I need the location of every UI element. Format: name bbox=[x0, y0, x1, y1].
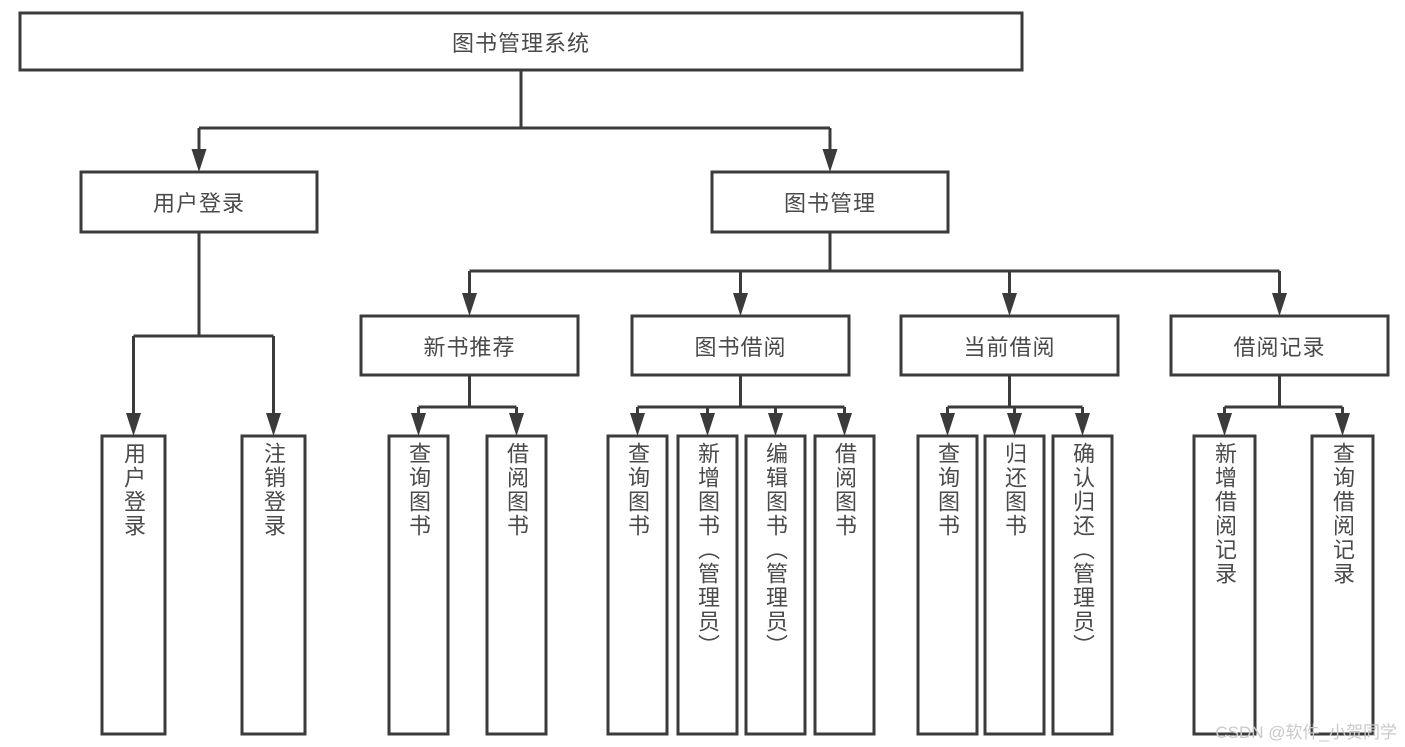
node-box-leaf-borrow-book-rec[interactable] bbox=[485, 434, 548, 736]
arrow-head-icon bbox=[630, 413, 645, 436]
arrow-head-icon bbox=[1272, 293, 1287, 316]
node-box-leaf-logout[interactable] bbox=[240, 434, 307, 736]
arrow-head-icon bbox=[940, 413, 955, 436]
node-box-leaf-add-book[interactable] bbox=[676, 434, 739, 736]
node-box-book-borrow[interactable] bbox=[630, 314, 851, 377]
node-box-leaf-add-record[interactable] bbox=[1192, 434, 1257, 736]
arrow-head-icon bbox=[1335, 413, 1350, 436]
arrow-head-icon bbox=[768, 413, 783, 436]
node-box-borrow-record[interactable] bbox=[1169, 314, 1390, 377]
node-box-book-manage[interactable] bbox=[710, 170, 950, 234]
node-box-leaf-query-record[interactable] bbox=[1310, 434, 1375, 736]
arrow-head-icon bbox=[1002, 293, 1017, 316]
node-box-leaf-query-book-cb[interactable] bbox=[916, 434, 979, 736]
node-box-leaf-edit-book[interactable] bbox=[744, 434, 807, 736]
arrow-head-icon bbox=[1075, 413, 1090, 436]
arrow-head-icon bbox=[1007, 413, 1022, 436]
arrow-head-icon bbox=[266, 413, 281, 436]
node-box-root[interactable] bbox=[18, 11, 1024, 72]
node-box-leaf-return-book[interactable] bbox=[983, 434, 1046, 736]
node-box-leaf-confirm-return[interactable] bbox=[1051, 434, 1114, 736]
watermark-text: CSDN @软件_小贺同学 bbox=[1215, 723, 1397, 742]
arrow-head-icon bbox=[700, 413, 715, 436]
arrow-head-icon bbox=[822, 149, 838, 172]
arrow-head-icon bbox=[191, 149, 207, 172]
arrow-head-icon bbox=[1217, 413, 1232, 436]
arrow-head-icon bbox=[837, 413, 852, 436]
node-box-new-book-rec[interactable] bbox=[359, 314, 580, 377]
arrow-head-icon bbox=[733, 293, 748, 316]
arrow-head-icon bbox=[126, 413, 141, 436]
node-box-leaf-query-book-rec[interactable] bbox=[387, 434, 450, 736]
arrow-head-icon bbox=[509, 413, 524, 436]
arrow-head-icon bbox=[462, 293, 477, 316]
edges-layer bbox=[126, 70, 1350, 436]
arrow-head-icon bbox=[411, 413, 426, 436]
boxes-layer bbox=[18, 11, 1390, 736]
node-box-leaf-query-book-bb[interactable] bbox=[606, 434, 669, 736]
node-box-user-login[interactable] bbox=[79, 170, 319, 234]
node-box-current-borrow[interactable] bbox=[899, 314, 1120, 377]
node-box-leaf-user-login[interactable] bbox=[100, 434, 167, 736]
node-box-leaf-borrow-book-bb[interactable] bbox=[813, 434, 876, 736]
